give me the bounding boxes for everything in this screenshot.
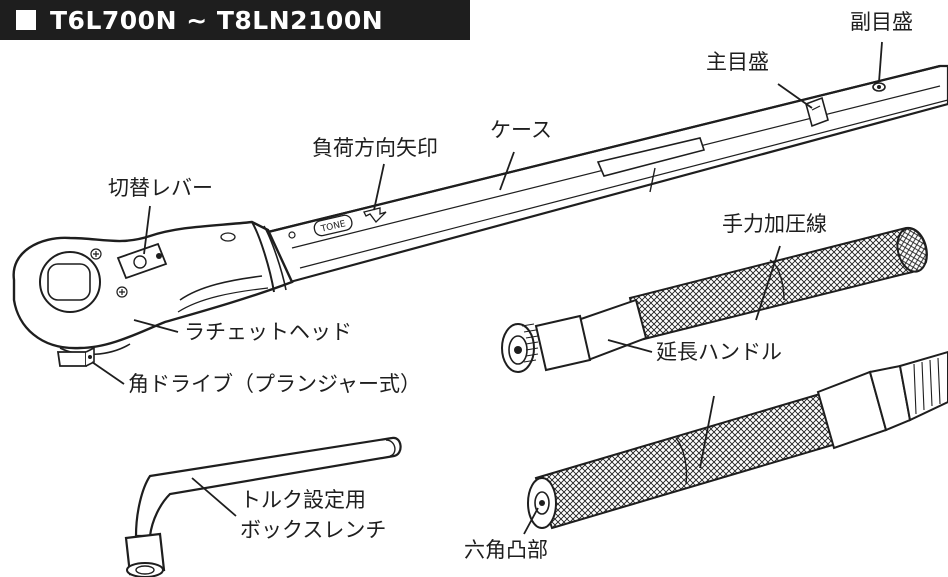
leader-sub-scale <box>878 41 883 83</box>
leader-load-arrow <box>373 163 385 211</box>
leader-extension-handle-2 <box>699 395 715 469</box>
tone-badge: TONE <box>313 214 353 237</box>
leader-box-wrench <box>191 477 237 517</box>
leader-case <box>499 151 515 191</box>
label-square-drive: 角ドライブ（プランジャー式） <box>128 372 421 396</box>
label-hex-boss: 六角凸部 <box>464 538 548 562</box>
title-square-icon <box>16 10 36 30</box>
label-torque-wrench-line2: ボックスレンチ <box>240 518 387 542</box>
switch-lever <box>116 242 168 280</box>
leader-main-scale <box>777 83 813 109</box>
page-title: T6L700N ~ T8LN2100N <box>50 5 384 35</box>
leader-ratchet-head <box>133 319 179 333</box>
leader-hex-boss <box>523 507 539 535</box>
title-bar: T6L700N ~ T8LN2100N <box>0 0 470 40</box>
label-torque-wrench-line1: トルク設定用 <box>240 488 366 512</box>
label-switch-lever: 切替レバー <box>108 176 213 200</box>
leader-switch-lever <box>143 205 151 255</box>
label-extension-handle: 延長ハンドル <box>656 340 782 364</box>
label-ratchet-head: ラチェットヘッド <box>184 320 352 344</box>
leader-lines <box>91 41 883 535</box>
leader-hand-pressure <box>755 245 781 321</box>
extension-handle-lower <box>527 350 948 530</box>
label-case: ケース <box>490 118 552 142</box>
label-main-scale: 主目盛 <box>706 50 769 74</box>
wrench-case-tube <box>266 64 948 284</box>
label-sub-scale: 副目盛 <box>850 10 913 34</box>
box-wrench <box>124 436 402 577</box>
label-load-direction-arrow: 負荷方向矢印 <box>312 136 438 160</box>
main-scale-marker <box>805 96 829 128</box>
ratchet-head <box>12 220 296 356</box>
square-drive <box>56 346 95 367</box>
load-direction-arrow-mark <box>363 207 387 223</box>
extension-handle-upper <box>501 226 928 373</box>
leader-square-drive <box>91 361 125 385</box>
sub-scale-marker <box>872 82 886 92</box>
label-hand-pressure-line: 手力加圧線 <box>722 212 827 236</box>
leader-extension-handle <box>607 339 653 353</box>
